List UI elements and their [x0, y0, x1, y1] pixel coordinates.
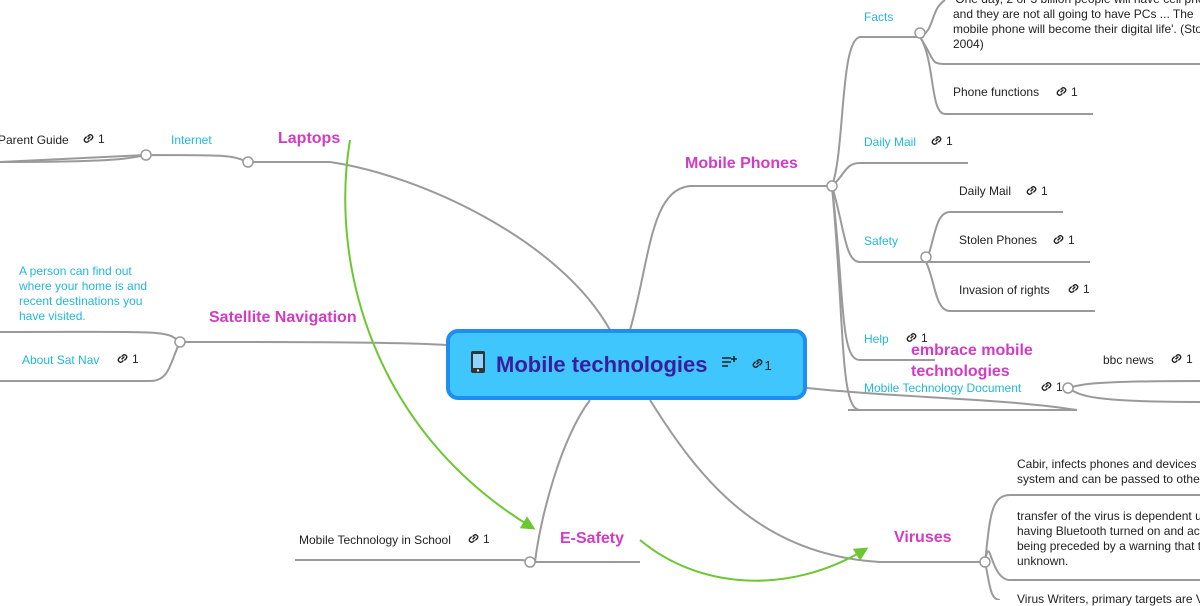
- daily-mail-link[interactable]: 1: [930, 134, 953, 148]
- relationship-esafety-viruses: [639, 539, 869, 582]
- subtopic-facts[interactable]: Facts: [864, 10, 894, 24]
- leaf-bbc-news[interactable]: bbc news: [1103, 353, 1154, 367]
- subtopic-internet[interactable]: Internet: [171, 133, 212, 147]
- link-icon: [83, 134, 94, 143]
- topic-laptops[interactable]: Laptops: [278, 130, 341, 147]
- branch-esafety: [533, 399, 640, 563]
- link-icon: [931, 136, 942, 145]
- link-icon: [1026, 186, 1037, 195]
- topic-mobile-phones[interactable]: Mobile Phones: [685, 155, 798, 172]
- link-icon: [1041, 382, 1052, 391]
- central-topic[interactable]: Mobile technologies 1: [446, 329, 807, 400]
- leaf-safety-daily-mail[interactable]: Daily Mail: [959, 184, 1012, 198]
- topic-viruses[interactable]: Viruses: [894, 529, 952, 546]
- subtopic-help[interactable]: Help: [864, 332, 889, 346]
- link-icon: [468, 534, 479, 543]
- leaf-virus-writers[interactable]: Virus Writers, primary targets are V: [1017, 592, 1200, 606]
- safety-daily-mail-link[interactable]: 1: [1025, 184, 1048, 198]
- school-link[interactable]: 1: [467, 532, 490, 546]
- stolen-phones-link[interactable]: 1: [1052, 233, 1075, 247]
- link-icon: [1056, 87, 1067, 96]
- satnav-description[interactable]: A person can find out where your home is…: [19, 264, 148, 323]
- leaf-mobile-technology-in-school[interactable]: Mobile Technology in School: [299, 533, 451, 547]
- leaf-stolen-phones[interactable]: Stolen Phones: [959, 233, 1038, 247]
- branch-satnav: [179, 341, 447, 346]
- branch-embrace: [806, 387, 1078, 411]
- relationship-laptops-esafety: [344, 139, 536, 530]
- leaf-parent-guide[interactable]: Parent Guide: [0, 133, 69, 147]
- branch-viruses: [649, 399, 985, 563]
- branch-laptops: [248, 161, 611, 331]
- about-sat-nav-link[interactable]: 1: [116, 352, 139, 366]
- link-icon: [1068, 284, 1079, 293]
- link-icon: [906, 333, 917, 342]
- subtopic-about-sat-nav[interactable]: About Sat Nav: [22, 353, 100, 367]
- central-link[interactable]: 1: [751, 357, 772, 373]
- mobile-phone-icon: [470, 350, 486, 379]
- bbc-news-link[interactable]: 1: [1170, 352, 1193, 366]
- link-icon: [117, 354, 128, 363]
- mobile-technology-document-link[interactable]: 1: [1040, 380, 1063, 394]
- help-link[interactable]: 1: [905, 331, 928, 345]
- topic-satellite-navigation[interactable]: Satellite Navigation: [209, 309, 357, 326]
- link-icon: [1171, 354, 1182, 363]
- notes-icon[interactable]: [721, 355, 738, 374]
- topic-e-safety[interactable]: E-Safety: [560, 530, 625, 547]
- leaf-phone-functions[interactable]: Phone functions: [953, 85, 1040, 99]
- facts-quote[interactable]: 'One day, 2 or 3 billion people will hav…: [953, 0, 1200, 51]
- parent-guide-link[interactable]: 1: [82, 132, 105, 146]
- link-icon: [1053, 235, 1064, 244]
- leaf-cabir[interactable]: Cabir, infects phones and devices system…: [1017, 457, 1200, 486]
- subtopic-mobile-technology-document[interactable]: Mobile Technology Document: [864, 381, 1022, 395]
- topic-embrace-mobile-technologies[interactable]: embrace mobile technologies: [911, 342, 1033, 380]
- link-icon: [753, 358, 763, 368]
- leaf-virus-transfer[interactable]: transfer of the virus is dependent u hav…: [1017, 509, 1200, 568]
- phone-functions-link[interactable]: 1: [1055, 85, 1078, 99]
- branch-mobile-phones: [629, 185, 832, 331]
- subtopic-daily-mail[interactable]: Daily Mail: [864, 135, 917, 149]
- leaf-invasion-of-rights[interactable]: Invasion of rights: [959, 283, 1050, 297]
- central-topic-title: Mobile technologies: [496, 351, 708, 377]
- subtopic-safety[interactable]: Safety: [864, 234, 899, 248]
- invasion-of-rights-link[interactable]: 1: [1067, 282, 1090, 296]
